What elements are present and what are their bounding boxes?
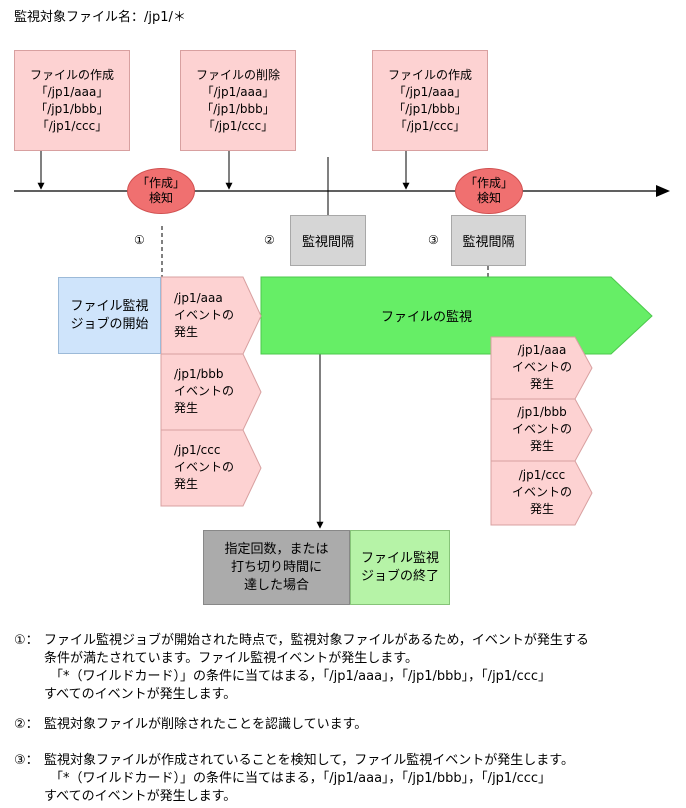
end-condition-line: 打ち切り時間に (230, 559, 322, 575)
diagram-title: 監視対象ファイル名：/jp1/＊ (14, 10, 186, 25)
note-line: 条件が満たされています。ファイル監視イベントが発生します。 (44, 651, 419, 666)
event-text: 発生 (529, 439, 554, 453)
event-text: 発生 (529, 502, 554, 516)
marker-2: ② (264, 233, 275, 247)
job-start-line: ジョブの開始 (70, 316, 149, 332)
note-line: すべてのイベントが発生します。 (44, 687, 237, 702)
top-box-line: ファイルの作成 (387, 67, 472, 82)
detection-ellipse-2: 「作成」 検知 (455, 168, 523, 214)
event-label-g1-aaa: /jp1/aaa イベントの 発生 (174, 290, 234, 341)
event-path: /jp1/aaa (517, 343, 567, 357)
detection-line: 検知 (148, 191, 173, 205)
event-label-g2-aaa: /jp1/aaa イベントの 発生 (506, 342, 578, 393)
top-box-line: 「/jp1/ccc」 (394, 118, 466, 133)
event-shape-g1-3 (160, 429, 262, 507)
event-text: イベントの (174, 384, 235, 398)
event-text: イベントの (511, 485, 572, 499)
top-box-line: 「/jp1/ccc」 (202, 118, 274, 133)
monitoring-arrow (260, 276, 653, 355)
job-end-box: ファイル監視 ジョブの終了 (350, 530, 450, 605)
note-line: 監視対象ファイルが作成されていることを検知して，ファイル監視イベントが発生します… (44, 753, 575, 768)
marker-3: ③ (428, 233, 439, 247)
event-text: 発生 (174, 325, 199, 339)
event-text: イベントの (174, 308, 235, 322)
note-number: ③： (14, 753, 39, 768)
note-line: 監視対象ファイルが削除されたことを認識しています。 (44, 717, 368, 732)
top-box-line: 「/jp1/aaa」 (201, 84, 275, 99)
event-path: /jp1/ccc (518, 468, 566, 482)
note-line: すべてのイベントが発生します。 (44, 789, 237, 804)
marker-1: ① (134, 233, 145, 247)
note-line: 「*（ワイルドカード）」の条件に当てはまる，「/jp1/aaa」，「/jp1/b… (50, 771, 552, 786)
timeline-arrowhead (656, 185, 670, 197)
job-start-line: ファイル監視 (70, 298, 149, 314)
interval-box-2: 監視間隔 (451, 215, 526, 266)
detection-ellipse-1: 「作成」 検知 (127, 168, 195, 214)
event-label-g2-bbb: /jp1/bbb イベントの 発生 (506, 404, 578, 455)
event-shape-g1-1 (160, 276, 262, 355)
note-line: 「*（ワイルドカード）」の条件に当てはまる，「/jp1/aaa」，「/jp1/b… (50, 669, 552, 684)
end-condition-box: 指定回数，または 打ち切り時間に 達した場合 (203, 530, 350, 605)
end-condition-line: 達した場合 (243, 577, 309, 593)
event-text: イベントの (511, 422, 572, 436)
top-box-line: 「/jp1/ccc」 (36, 118, 108, 133)
note-3: ③： 監視対象ファイルが作成されていることを検知して，ファイル監視イベントが発生… (14, 752, 674, 806)
interval-box-1: 監視間隔 (290, 215, 366, 266)
job-start-box: ファイル監視 ジョブの開始 (58, 277, 161, 354)
note-number: ①： (14, 633, 39, 648)
top-box-line: 「/jp1/bbb」 (201, 101, 275, 116)
event-text: イベントの (511, 360, 572, 374)
event-label-g1-bbb: /jp1/bbb イベントの 発生 (174, 366, 234, 417)
job-end-line: ジョブの終了 (360, 568, 439, 584)
top-box-line: 「/jp1/aaa」 (393, 84, 467, 99)
top-box-line: ファイルの作成 (29, 67, 114, 82)
event-path: /jp1/bbb (174, 367, 224, 381)
note-2: ②： 監視対象ファイルが削除されたことを認識しています。 (14, 716, 674, 734)
event-text: イベントの (174, 460, 235, 474)
top-box-line: ファイルの削除 (195, 67, 280, 82)
event-shape-g2-3 (490, 460, 593, 526)
top-box-create-1: ファイルの作成 「/jp1/aaa」 「/jp1/bbb」 「/jp1/ccc」 (14, 50, 130, 151)
detection-line: 検知 (476, 191, 501, 205)
note-line: ファイル監視ジョブが開始された時点で，監視対象ファイルがあるため，イベントが発生… (44, 633, 589, 648)
event-shape-g1-2 (160, 353, 262, 431)
event-label-g1-ccc: /jp1/ccc イベントの 発生 (174, 442, 234, 493)
event-path: /jp1/aaa (174, 291, 223, 305)
event-text: 発生 (529, 377, 554, 391)
event-path: /jp1/ccc (174, 443, 221, 457)
note-1: ①： ファイル監視ジョブが開始された時点で，監視対象ファイルがあるため，イベント… (14, 632, 674, 704)
event-label-g2-ccc: /jp1/ccc イベントの 発生 (506, 467, 578, 518)
event-text: 発生 (174, 401, 199, 415)
note-number: ②： (14, 717, 39, 732)
top-box-line: 「/jp1/aaa」 (35, 84, 109, 99)
monitoring-label: ファイルの監視 (381, 310, 473, 325)
job-end-line: ファイル監視 (360, 550, 439, 566)
top-box-delete: ファイルの削除 「/jp1/aaa」 「/jp1/bbb」 「/jp1/ccc」 (180, 50, 296, 151)
top-box-create-2: ファイルの作成 「/jp1/aaa」 「/jp1/bbb」 「/jp1/ccc」 (372, 50, 488, 151)
event-text: 発生 (174, 477, 199, 491)
event-shape-g2-2 (490, 398, 593, 462)
top-box-line: 「/jp1/bbb」 (393, 101, 467, 116)
detection-line: 「作成」 (464, 176, 513, 190)
detection-line: 「作成」 (136, 176, 185, 190)
event-shape-g2-1 (490, 336, 593, 400)
event-path: /jp1/bbb (517, 405, 567, 419)
top-box-line: 「/jp1/bbb」 (35, 101, 109, 116)
end-condition-line: 指定回数，または (224, 541, 329, 557)
